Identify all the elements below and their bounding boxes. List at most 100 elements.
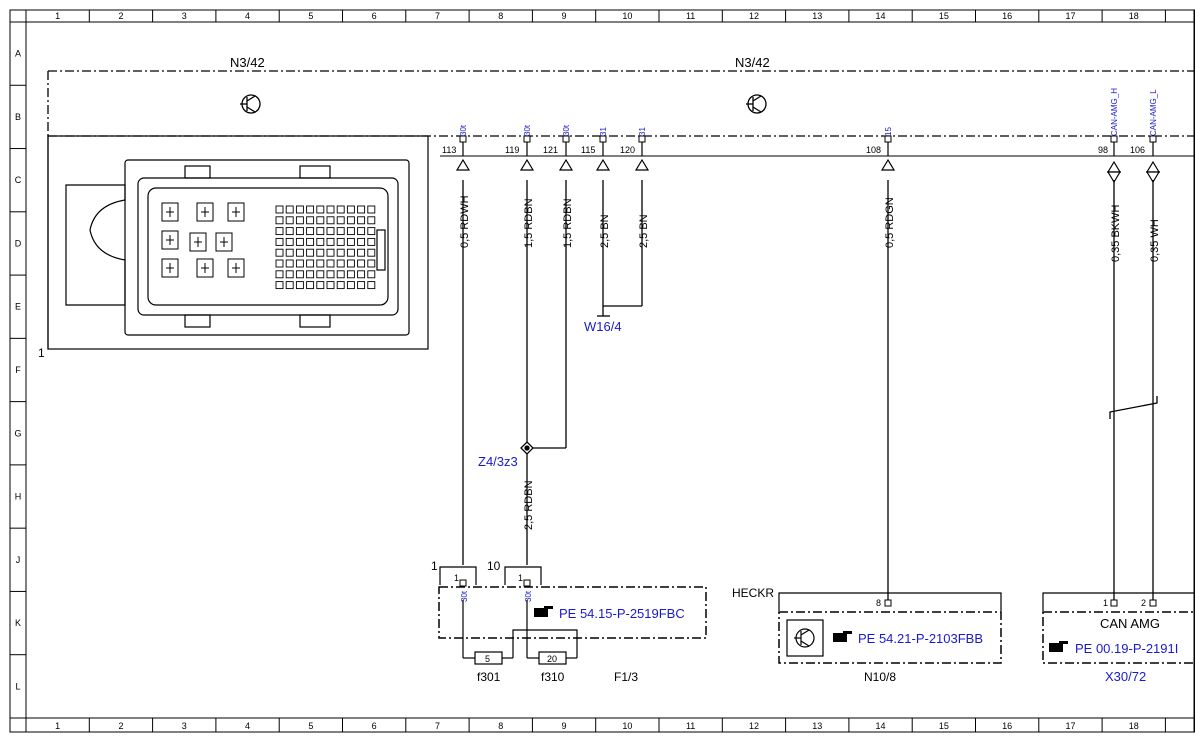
connector-pin (367, 216, 376, 225)
grid-column-label: 12 (749, 721, 759, 731)
grid-row-ticks (10, 84, 26, 656)
connector-pin (285, 270, 294, 279)
module-label-right: N3/42 (735, 55, 770, 70)
control-unit-outline (47, 70, 1195, 137)
fuse-pin-right-inner: 1 (518, 573, 523, 583)
grid-column-label: 11 (686, 11, 695, 21)
fuse-box-reference-link[interactable]: PE 54.15-P-2519FBC (559, 606, 685, 621)
pin-number: 120 (620, 145, 635, 155)
connector-pin (326, 270, 335, 279)
grid-row-label: F (15, 365, 21, 375)
connector-pin (275, 227, 284, 236)
pin-mark (562, 135, 570, 143)
pin-mark (1110, 135, 1118, 143)
connector-pin (326, 259, 335, 268)
pin-mark (884, 135, 892, 143)
connector-pin (346, 270, 355, 279)
connector-pin (326, 205, 335, 214)
connector-pin (306, 237, 315, 246)
connector-pin (357, 216, 366, 225)
connector-pin (285, 227, 294, 236)
connector-pin (336, 205, 345, 214)
pin-number: 121 (543, 145, 558, 155)
n10-reference-link[interactable]: PE 54.21-P-2103FBB (858, 631, 983, 646)
connector-pin (227, 258, 245, 278)
wire-label: 0,5 RDGN (884, 197, 896, 248)
wire-label: 0,35 BKWH (1110, 204, 1122, 262)
fuse-f310-label: f310 (541, 670, 565, 684)
wire-label: 2,5 BN (638, 214, 650, 248)
connector-pin (326, 227, 335, 236)
connector-pin (336, 270, 345, 279)
fuse-rating-f301: 5 (485, 654, 490, 664)
fuse-pin-left-outer: 1 (431, 559, 438, 573)
wire-label: 1,5 RDBN (523, 198, 535, 248)
connector-pin (316, 281, 325, 290)
reference-hand-icon (1049, 641, 1068, 652)
grid-column-label: 5 (308, 721, 313, 731)
grid-column-label: 10 (622, 11, 632, 21)
connector-pin (306, 216, 315, 225)
pin-mark (1149, 135, 1157, 143)
grid-column-label: 7 (435, 721, 440, 731)
pin-mark (884, 599, 892, 607)
x30-pin1-label: 1 (1103, 598, 1108, 608)
connector-pin (357, 281, 366, 290)
grid-column-label: 8 (498, 721, 503, 731)
grid-column-label: 6 (372, 721, 377, 731)
pin-arrow (880, 158, 896, 171)
pin-number: 119 (505, 145, 519, 155)
pin-arrow (1106, 160, 1122, 173)
connector-pin (295, 205, 304, 214)
connector-pin (326, 248, 335, 257)
fuse-pin-left-term: 30t (460, 590, 469, 602)
pin-terminal-label: 15 (884, 127, 893, 136)
wire-label: 0,35 WH (1149, 219, 1161, 262)
fuse-rating-f310: 20 (547, 654, 557, 664)
connector-pin (295, 281, 304, 290)
grid-column-label: 6 (372, 11, 377, 21)
connector-pin (306, 227, 315, 236)
x30-reference-link[interactable]: PE 00.19-P-2191I (1075, 641, 1178, 656)
grid-frame (9, 9, 1195, 733)
fuse-box-label: F1/3 (614, 670, 638, 684)
grid-column-label: 14 (876, 11, 886, 21)
x30-label: X30/72 (1105, 669, 1146, 684)
connector-pin (336, 248, 345, 257)
connector-pin (346, 237, 355, 246)
connector-pin (346, 205, 355, 214)
connector-pin (275, 205, 284, 214)
grid-column-label: 9 (562, 11, 567, 21)
fuse-pin-right-outer: 10 (487, 559, 501, 573)
grid-column-label: 13 (812, 11, 822, 21)
grid-row-label: K (15, 618, 21, 628)
connector-pin (285, 259, 294, 268)
grid-column-label: 16 (1002, 721, 1012, 731)
pin-mark (459, 579, 467, 587)
grid-row-label: H (15, 492, 22, 502)
grid-column-label: 11 (686, 721, 695, 731)
pin-mark (523, 579, 531, 587)
connector-pin (306, 259, 315, 268)
connector-pin (275, 248, 284, 257)
pin-number: 106 (1130, 145, 1145, 155)
grid-column-label: 12 (749, 11, 759, 21)
x30-pin2-label: 2 (1141, 598, 1146, 608)
connector-pin (295, 248, 304, 257)
grid-row-label: J (16, 555, 21, 565)
connector-pin (285, 281, 294, 290)
connector-pin (306, 270, 315, 279)
grid-column-label: 2 (118, 11, 123, 21)
grid-row-label: L (15, 681, 20, 691)
connector-pin (367, 281, 376, 290)
connector-pin (285, 205, 294, 214)
grid-column-label: 15 (939, 11, 949, 21)
fuse-box (438, 566, 707, 665)
grid-column-label: 16 (1002, 11, 1012, 21)
